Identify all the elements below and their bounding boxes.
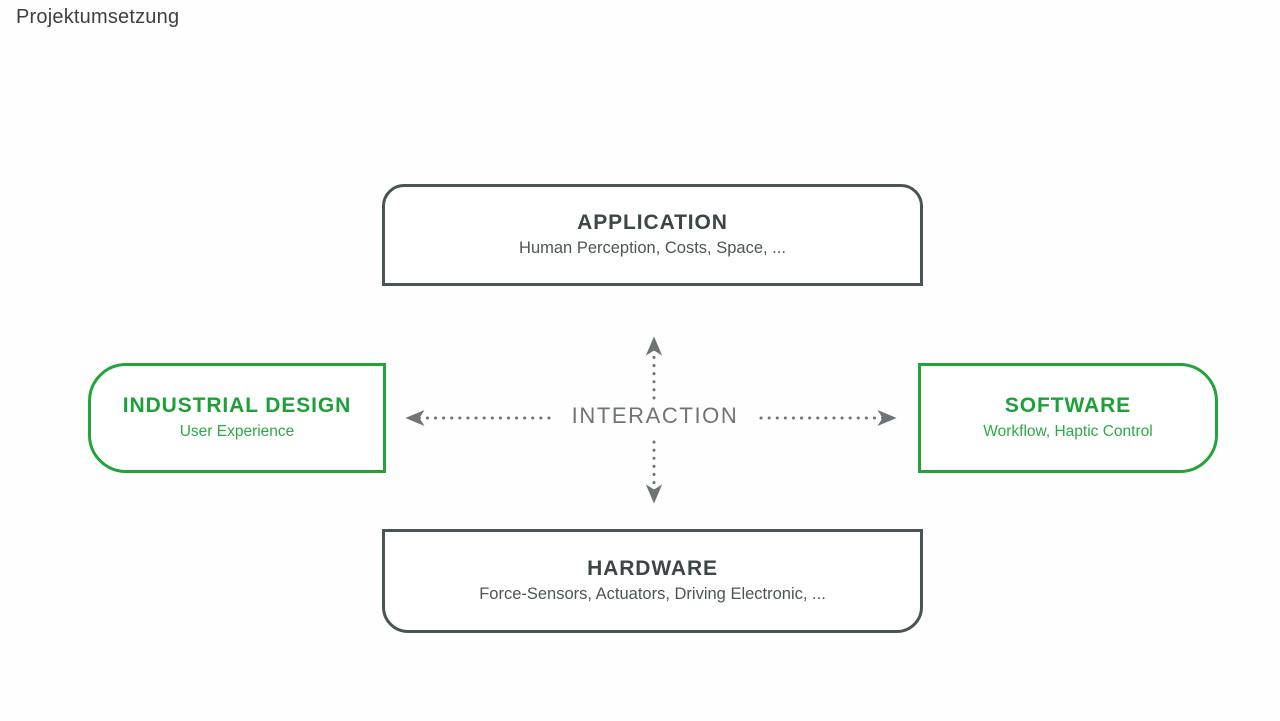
node-industrial-design-subtitle: User Experience <box>179 423 295 441</box>
node-software-subtitle: Workflow, Haptic Control <box>983 423 1153 441</box>
node-hardware-title: HARDWARE <box>587 557 718 581</box>
page-title: Projektumsetzung <box>16 6 180 28</box>
node-application-subtitle: Human Perception, Costs, Space, ... <box>519 239 786 258</box>
node-industrial-design[interactable]: INDUSTRIAL DESIGN User Experience <box>88 363 386 473</box>
node-software-title: SOFTWARE <box>1004 394 1132 418</box>
node-hardware[interactable]: HARDWARE Force-Sensors, Actuators, Drivi… <box>382 529 923 633</box>
node-hardware-subtitle: Force-Sensors, Actuators, Driving Electr… <box>479 585 826 604</box>
node-industrial-design-title: INDUSTRIAL DESIGN <box>122 394 352 418</box>
node-software[interactable]: SOFTWARE Workflow, Haptic Control <box>918 363 1218 473</box>
interaction-center-label: INTERACTION <box>571 403 739 428</box>
node-application[interactable]: APPLICATION Human Perception, Costs, Spa… <box>382 184 923 286</box>
node-application-title: APPLICATION <box>577 211 728 235</box>
